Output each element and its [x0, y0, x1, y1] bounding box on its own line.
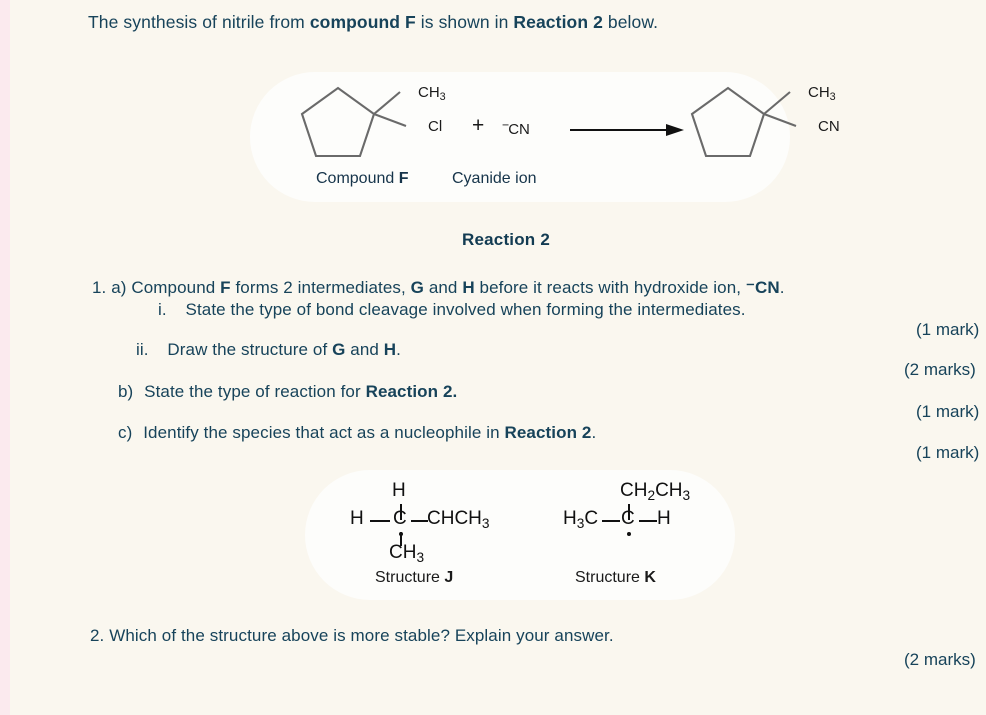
product-methyl-sub: 3	[829, 91, 836, 104]
question-1b-number: b)	[118, 382, 134, 401]
intro-text-part1: The synthesis of nitrile from	[88, 12, 310, 32]
structure-k-bond-right	[639, 520, 657, 522]
structure-k-caption: Structure K	[575, 569, 656, 586]
structure-j-bottom-group: CH3	[389, 542, 425, 565]
intro-reaction-2: Reaction 2	[513, 12, 603, 32]
intro-text-part2: is shown in	[415, 12, 514, 32]
question-1a-ii-text: Draw the structure of G and H.	[167, 340, 401, 359]
structure-k-central-carbon: C	[621, 508, 635, 529]
marks-1b: (1 mark)	[916, 402, 980, 421]
reaction-2-title: Reaction 2	[462, 230, 550, 249]
structure-j-top-hydrogen: H	[392, 480, 406, 501]
question-2-number: 2.	[90, 626, 105, 645]
cyanide-negative-charge: −	[502, 118, 509, 132]
methyl-ch: CH	[418, 84, 440, 101]
left-margin-strip	[0, 0, 10, 715]
cyanide-ion-formula: −CN	[502, 118, 530, 138]
question-1a-ii-number: ii.	[136, 340, 149, 359]
structure-k-bond-top	[628, 504, 630, 520]
worksheet-page: The synthesis of nitrile from compound F…	[10, 0, 986, 715]
marks-1a-ii: (2 marks)	[904, 360, 976, 379]
compound-f-chloro-label: Cl	[428, 118, 443, 135]
compound-f-caption: Compound F	[316, 170, 409, 188]
question-1a-i-number: i.	[158, 300, 167, 319]
nitrile-product-skeleton	[690, 86, 797, 158]
structure-k-bond-left	[602, 520, 620, 522]
structure-j-bond-left	[370, 520, 390, 522]
reaction-arrow-icon	[570, 124, 684, 136]
product-nitrile-label: CN	[818, 118, 840, 135]
question-1b-text: State the type of reaction for Reaction …	[144, 382, 458, 401]
cyanide-ion-caption: Cyanide ion	[452, 170, 537, 187]
marks-1a-i: (1 mark)	[916, 320, 980, 339]
product-methyl-ch: CH	[808, 84, 830, 101]
structure-j-bond-right	[411, 520, 428, 522]
reaction-diagram-panel: CH3 Cl + −CN CH3 CN Compound F Cyanide i…	[250, 72, 840, 202]
product-methyl-label: CH3	[808, 84, 836, 103]
structure-k-right-hydrogen: H	[657, 508, 671, 529]
structure-k-radical-dot	[627, 532, 631, 536]
structure-j-bond-top	[400, 504, 402, 520]
question-2: 2. Which of the structure above is more …	[90, 626, 614, 646]
question-1a-i-text: State the type of bond cleavage involved…	[185, 300, 746, 319]
question-1c-number: c)	[118, 423, 133, 442]
structure-k-top-group: CH2CH3	[620, 480, 691, 503]
structure-j-caption: Structure J	[375, 569, 454, 586]
compound-f-caption-text: Compound	[316, 170, 399, 187]
compound-f-methyl-label: CH3	[418, 84, 446, 103]
question-1a-ii: ii. Draw the structure of G and H.	[136, 340, 401, 360]
marks-1c: (1 mark)	[916, 443, 980, 462]
question-2-text: Which of the structure above is more sta…	[109, 626, 614, 645]
compound-f-skeleton	[300, 86, 407, 158]
question-1b: b) State the type of reaction for Reacti…	[118, 382, 457, 402]
question-1a: 1. a) Compound F forms 2 intermediates, …	[92, 278, 785, 298]
structure-k-left-group: H3C	[563, 508, 599, 531]
intro-text-part3: below.	[602, 12, 659, 32]
structure-j-bond-bottom	[400, 532, 402, 546]
question-1a-text: Compound F forms 2 intermediates, G and …	[131, 278, 785, 297]
plus-sign: +	[472, 114, 485, 137]
question-1a-number: 1. a)	[92, 278, 127, 297]
methyl-sub: 3	[439, 91, 446, 104]
structure-j-right-group: CHCH3	[427, 508, 490, 531]
structure-j-left-hydrogen: H	[350, 508, 364, 529]
question-1a-i: i. State the type of bond cleavage invol…	[158, 300, 746, 320]
question-1c: c) Identify the species that act as a nu…	[118, 423, 596, 443]
intro-compound-f: compound F	[309, 12, 416, 32]
cyanide-cn: CN	[508, 121, 530, 139]
structures-panel: H H C CHCH3 CH3 Structure J CH2CH3 H3C C…	[305, 470, 735, 600]
question-1c-text: Identify the species that act as a nucle…	[143, 423, 597, 442]
marks-q2: (2 marks)	[904, 650, 976, 669]
compound-f-caption-label: F	[398, 170, 409, 187]
structure-j-central-carbon: C	[393, 508, 407, 529]
intro-sentence: The synthesis of nitrile from compound F…	[88, 12, 658, 33]
